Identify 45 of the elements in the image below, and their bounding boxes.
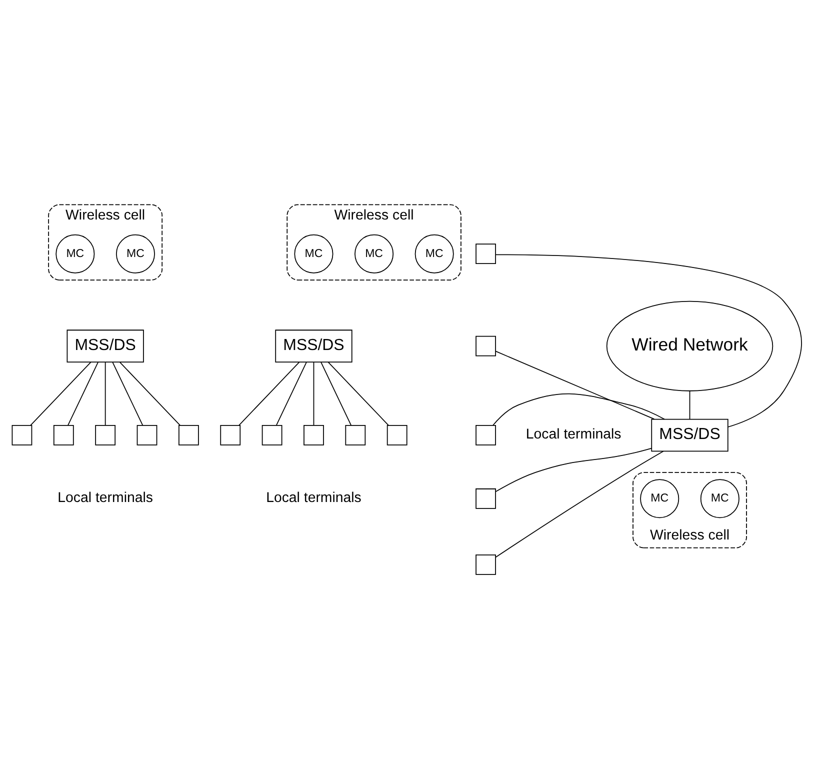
node-box <box>220 424 241 445</box>
node-box: MSS/DS <box>275 329 352 362</box>
connector <box>495 350 655 420</box>
connector <box>492 392 665 426</box>
connector <box>495 447 652 492</box>
node-box <box>304 424 324 445</box>
label: Local terminals <box>526 426 622 442</box>
node-circle: MC <box>56 234 95 273</box>
connector <box>276 361 307 426</box>
connector <box>67 361 98 426</box>
connector <box>112 361 144 426</box>
node-box <box>262 424 282 445</box>
connector <box>689 390 690 420</box>
connector <box>238 361 300 426</box>
node-box <box>476 243 496 264</box>
connector <box>495 450 664 558</box>
connector <box>495 254 802 427</box>
connector <box>320 361 352 426</box>
node-box <box>476 424 496 445</box>
node-box <box>476 488 496 508</box>
node-box <box>345 424 366 445</box>
node-box: MSS/DS <box>66 329 144 362</box>
node-box <box>178 424 199 445</box>
label: Local terminals <box>58 490 153 506</box>
node-box <box>476 335 496 356</box>
node-circle: MC <box>354 234 394 273</box>
node-box <box>95 424 116 445</box>
node-box <box>53 424 74 445</box>
label: Local terminals <box>266 490 362 506</box>
node-circle: MC <box>640 478 680 518</box>
node-box <box>12 424 32 445</box>
connector <box>30 361 92 426</box>
node-box <box>476 554 496 574</box>
node-circle: MC <box>116 234 155 273</box>
node-box <box>136 424 158 445</box>
connector <box>328 361 390 426</box>
connector <box>104 361 106 426</box>
connector <box>313 361 314 426</box>
connector <box>119 361 181 426</box>
node-circle: MC <box>414 234 454 273</box>
node-ellipse: Wired Network <box>606 300 774 391</box>
node-circle: MC <box>700 478 740 518</box>
node-box: MSS/DS <box>651 418 728 452</box>
node-box <box>386 424 408 445</box>
node-circle: MC <box>294 234 334 273</box>
